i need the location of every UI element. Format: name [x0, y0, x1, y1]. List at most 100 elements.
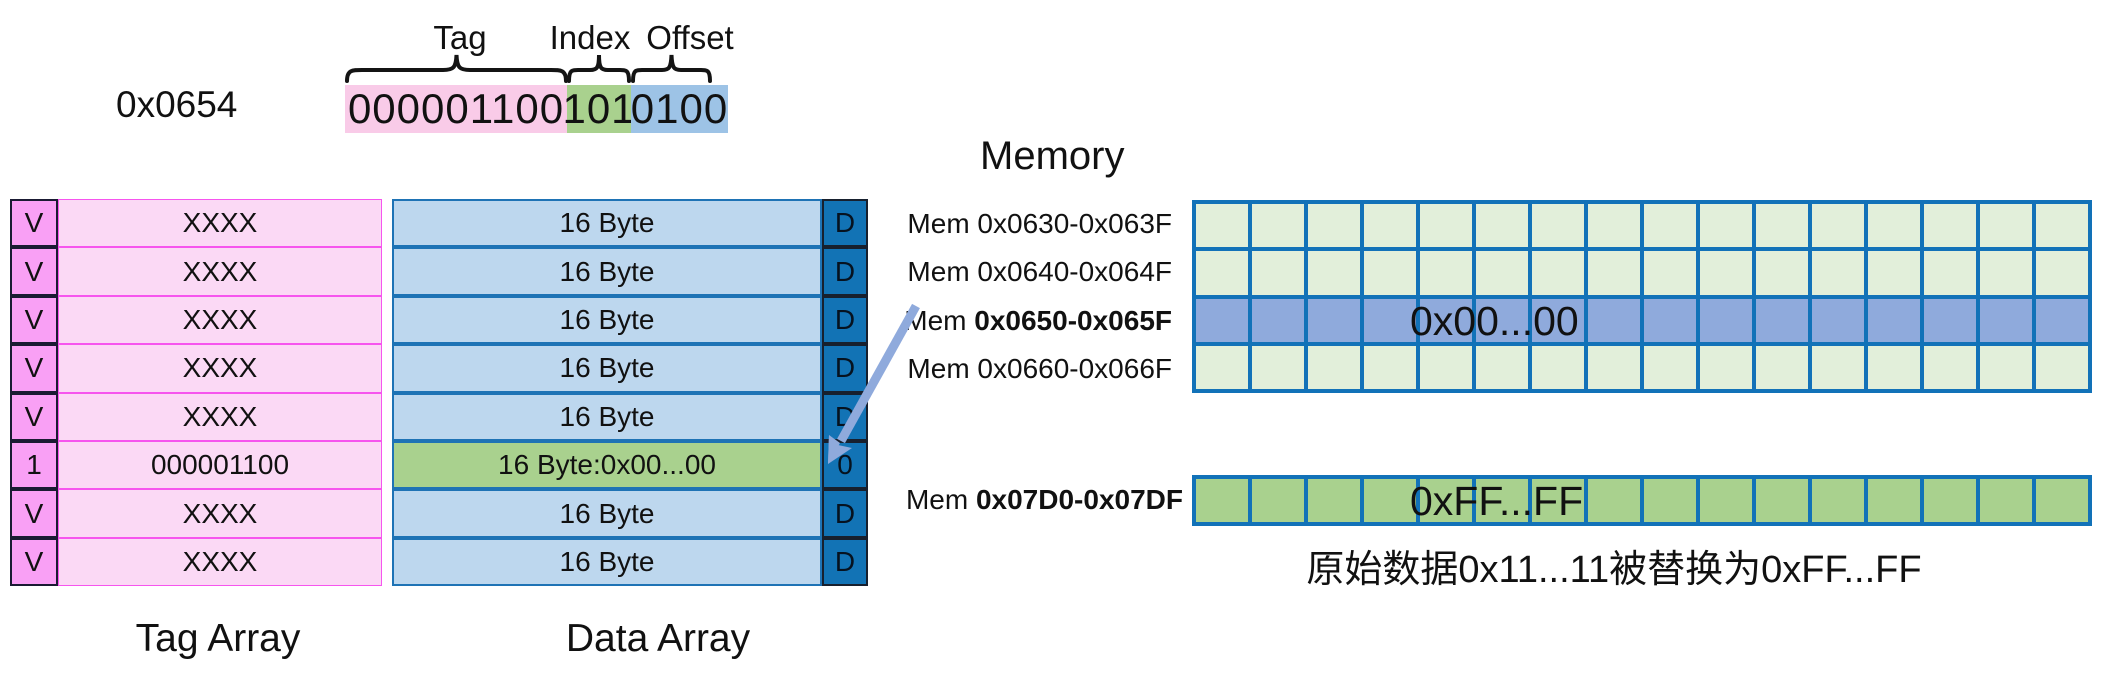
memory-cell	[2034, 249, 2090, 297]
memory-row-label-highlighted: Mem 0x0650-0x065F	[904, 305, 1172, 336]
data-line-cell: 16 Byte	[392, 247, 822, 296]
index-bits-segment: 101	[562, 85, 636, 133]
memory-cell	[1362, 249, 1418, 297]
memory-cell	[1474, 296, 1530, 344]
data-line-cell: 16 Byte	[392, 489, 822, 538]
dirty-bit-cell: D	[822, 392, 868, 441]
memory-cell	[1418, 202, 1474, 250]
memory-title: Memory	[980, 134, 1125, 178]
memory-row-label: Mem 0x0630-0x063F	[907, 208, 1172, 239]
memory-writeback-value: 0xFF...FF	[1410, 478, 1584, 524]
memory-cell	[1754, 202, 1810, 250]
memory-cell	[1922, 202, 1978, 250]
memory-cell	[1418, 249, 1474, 297]
memory-cell	[1642, 249, 1698, 297]
data-line-cell: 16 Byte	[392, 537, 822, 587]
memory-cell	[1978, 477, 2034, 524]
memory-cell	[1698, 249, 1754, 297]
valid-bit-cell: 1	[10, 440, 58, 490]
data-array-table: 16 Byte D 16 Byte D 16 Byte D 16 Byte D …	[392, 199, 868, 587]
tag-cell: 000001100	[58, 440, 382, 490]
valid-bit-cell: V	[10, 344, 58, 393]
tag-array-table: V XXXX V XXXX V XXXX V XXXX V XXXX 1 000…	[10, 199, 382, 587]
memory-writeback-row	[1192, 475, 2092, 526]
index-field-label: Index	[549, 19, 631, 56]
data-array-row: 16 Byte D	[392, 537, 868, 587]
memory-cell	[2034, 343, 2090, 392]
tag-cell: XXXX	[58, 344, 382, 393]
data-line-cell-highlight: 16 Byte:0x00...00	[392, 440, 822, 490]
memory-cell	[1194, 202, 1250, 250]
memory-cell	[1586, 296, 1642, 344]
tag-brace	[345, 54, 568, 83]
data-array-row: 16 Byte D	[392, 489, 868, 538]
memory-cell	[1250, 296, 1306, 344]
memory-cell	[1922, 343, 1978, 392]
memory-cell	[1978, 202, 2034, 250]
offset-brace	[631, 54, 712, 83]
valid-bit-cell: V	[10, 392, 58, 441]
memory-cell	[1586, 202, 1642, 250]
memory-cell	[1474, 249, 1530, 297]
memory-cell	[1642, 296, 1698, 344]
memory-cell	[1418, 477, 1474, 524]
offset-bits-segment: 0100	[630, 85, 729, 133]
data-array-row: 16 Byte D	[392, 199, 868, 248]
dirty-bit-cell: D	[822, 537, 868, 587]
memory-cell	[1642, 477, 1698, 524]
tag-array-row: V XXXX	[10, 295, 382, 345]
memory-cell	[1306, 296, 1362, 344]
memory-cell	[1810, 249, 1866, 297]
memory-cell	[1698, 202, 1754, 250]
memory-row-label: Mem 0x0640-0x064F	[907, 256, 1172, 287]
memory-cell	[1306, 202, 1362, 250]
data-array-row: 16 Byte D	[392, 247, 868, 296]
memory-cell	[1250, 477, 1306, 524]
offset-field-label: Offset	[646, 19, 734, 56]
memory-cell	[1306, 477, 1362, 524]
tag-array-row: V XXXX	[10, 344, 382, 393]
memory-cell	[1642, 343, 1698, 392]
memory-cell	[1362, 477, 1418, 524]
data-array-row-hit: 16 Byte:0x00...00 0	[392, 440, 868, 490]
dirty-bit-cell: 0	[822, 440, 868, 490]
memory-cell	[1474, 343, 1530, 392]
memory-cell	[1866, 477, 1922, 524]
tag-cell: XXXX	[58, 392, 382, 441]
tag-array-row-hit: 1 000001100	[10, 440, 382, 490]
address-value: 0x0654	[116, 84, 238, 125]
memory-cell	[1698, 477, 1754, 524]
memory-cell	[1474, 202, 1530, 250]
memory-cell	[1530, 249, 1586, 297]
memory-cell	[1866, 343, 1922, 392]
data-array-row: 16 Byte D	[392, 295, 868, 345]
memory-cell	[1530, 477, 1586, 524]
memory-cell	[1978, 343, 2034, 392]
memory-cell	[1922, 249, 1978, 297]
memory-cell	[1362, 296, 1418, 344]
valid-bit-cell: V	[10, 199, 58, 248]
memory-cell	[1530, 343, 1586, 392]
tag-array-row: V XXXX	[10, 199, 382, 248]
memory-cell	[1754, 296, 1810, 344]
memory-cell	[1866, 296, 1922, 344]
data-array-row: 16 Byte D	[392, 344, 868, 393]
index-brace	[567, 54, 631, 83]
memory-grid	[1192, 200, 2092, 394]
memory-cell	[1306, 343, 1362, 392]
memory-row-label-writeback: Mem 0x07D0-0x07DF	[905, 484, 1183, 515]
memory-cell	[1810, 202, 1866, 250]
memory-cell	[1586, 343, 1642, 392]
tag-array-row: V XXXX	[10, 392, 382, 441]
memory-cell	[1250, 343, 1306, 392]
memory-cell	[1250, 249, 1306, 297]
tag-array-title: Tag Array	[135, 617, 301, 660]
memory-row-value: 0x00...00	[1410, 298, 1579, 344]
memory-cell	[1194, 343, 1250, 392]
memory-cell	[1474, 477, 1530, 524]
valid-bit-cell: V	[10, 247, 58, 296]
tag-cell: XXXX	[58, 295, 382, 345]
memory-cell	[1194, 477, 1250, 524]
data-line-cell: 16 Byte	[392, 199, 822, 248]
